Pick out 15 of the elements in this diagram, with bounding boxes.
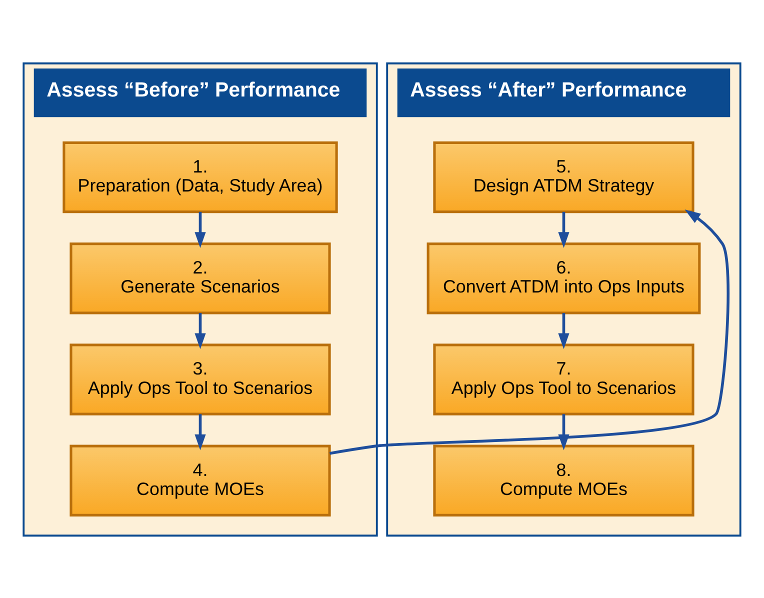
arrow [330, 208, 730, 454]
arrow [194, 414, 206, 450]
arrow [558, 312, 570, 349]
arrow [194, 211, 206, 248]
arrow [194, 312, 206, 349]
node-box: 5. Design ATDM Strategy [433, 140, 694, 213]
node-box: 1. Preparation (Data, Study Area) [62, 140, 338, 213]
arrow [558, 414, 570, 450]
node-box: 8. Compute MOEs [433, 444, 694, 516]
node-box: 3. Apply Ops Tool to Scenarios [70, 343, 331, 415]
arrow [558, 211, 570, 248]
node-box: 2. Generate Scenarios [70, 242, 331, 314]
node-box: 4. Compute MOEs [70, 444, 331, 516]
node-box: 7. Apply Ops Tool to Scenarios [433, 343, 694, 415]
node-box: 6. Convert ATDM into Ops Inputs [426, 242, 701, 314]
